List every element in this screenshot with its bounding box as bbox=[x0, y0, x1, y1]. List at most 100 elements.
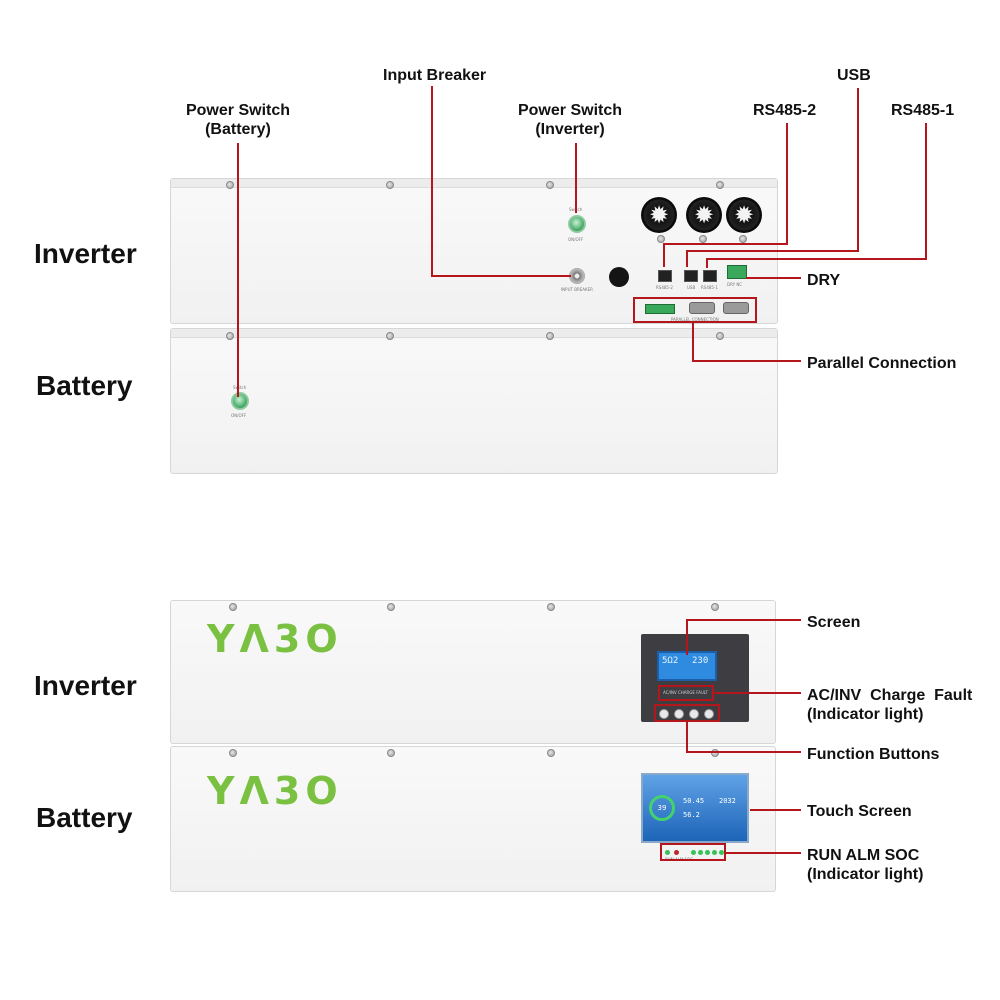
leader-line bbox=[431, 86, 433, 276]
callout-text: (Inverter) bbox=[535, 121, 605, 138]
battery-unit-front: YΛ3O 39 50.45 56.2 2032 RUN ALM SOC bbox=[170, 746, 776, 892]
rs485-1-port-icon[interactable] bbox=[703, 270, 717, 282]
rs485-2-port-icon[interactable] bbox=[658, 270, 672, 282]
inverter-label-top: Inverter bbox=[34, 238, 137, 269]
callout-function-buttons: Function Buttons bbox=[807, 746, 940, 763]
input-breaker-knob-icon[interactable] bbox=[569, 268, 585, 284]
leader-line bbox=[786, 123, 788, 244]
parallel-highlight-box bbox=[633, 297, 757, 323]
function-button[interactable] bbox=[659, 709, 669, 719]
callout-run-alm-soc: RUN ALM SOC (Indicator light) bbox=[807, 846, 923, 884]
leader-line bbox=[663, 243, 665, 267]
soc-led-icon bbox=[691, 850, 696, 855]
screw-icon bbox=[716, 332, 724, 340]
soc-led-icon bbox=[712, 850, 717, 855]
inverter-unit-rear: Switch ON/OFF INPUT BREAKER RS485-2 USB … bbox=[170, 178, 778, 324]
db9-port-icon[interactable] bbox=[689, 302, 715, 314]
leader-line bbox=[237, 143, 239, 397]
screw-icon bbox=[226, 181, 234, 189]
leader-line bbox=[725, 852, 801, 854]
screw-icon bbox=[739, 235, 747, 243]
leader-line bbox=[857, 88, 859, 251]
callout-touch-screen: Touch Screen bbox=[807, 803, 912, 820]
function-button[interactable] bbox=[674, 709, 684, 719]
lcd-right-value: 230 bbox=[692, 656, 709, 666]
callout-text: (Indicator light) bbox=[807, 866, 924, 883]
leader-line bbox=[686, 619, 801, 621]
screw-icon bbox=[546, 332, 554, 340]
leader-line bbox=[750, 809, 801, 811]
leader-line bbox=[575, 143, 577, 213]
brand-logo-inverter: YΛ3O bbox=[207, 617, 343, 661]
battery-switch-print-top: Switch bbox=[233, 385, 247, 390]
callout-power-switch-inverter: Power Switch (Inverter) bbox=[500, 101, 640, 139]
leader-line bbox=[925, 123, 927, 259]
battery-label-top: Battery bbox=[36, 370, 133, 401]
inverter-label-front: Inverter bbox=[34, 670, 137, 701]
screw-icon bbox=[387, 749, 395, 757]
callout-text: Power Switch bbox=[517, 102, 623, 119]
touch-value-a: 50.45 bbox=[683, 797, 705, 805]
inverter-lcd-screen: 5Ω2 230 bbox=[657, 651, 717, 681]
dry-contact-terminal-icon[interactable] bbox=[727, 265, 747, 279]
screw-icon bbox=[716, 181, 724, 189]
battery-touch-screen[interactable]: 39 50.45 56.2 2032 bbox=[641, 773, 749, 843]
screw-icon bbox=[229, 603, 237, 611]
callout-parallel-connection: Parallel Connection bbox=[807, 355, 957, 372]
screw-icon bbox=[386, 181, 394, 189]
screw-icon bbox=[226, 332, 234, 340]
rs485-1-print: RS485-1 bbox=[701, 285, 718, 290]
leader-line bbox=[686, 619, 688, 655]
screw-icon bbox=[386, 332, 394, 340]
leader-line bbox=[706, 258, 927, 260]
screw-icon bbox=[229, 749, 237, 757]
screw-icon bbox=[711, 749, 719, 757]
cable-gland-icon bbox=[641, 197, 677, 233]
callout-text: (Battery) bbox=[205, 121, 271, 138]
leader-line bbox=[713, 692, 801, 694]
callout-rs485-1: RS485-1 bbox=[891, 102, 955, 119]
battery-label-front: Battery bbox=[36, 802, 133, 833]
leader-line bbox=[692, 360, 801, 362]
function-button[interactable] bbox=[704, 709, 714, 719]
usb-port-icon[interactable] bbox=[684, 270, 698, 282]
screw-icon bbox=[711, 603, 719, 611]
screw-icon bbox=[546, 181, 554, 189]
leader-line bbox=[692, 322, 694, 362]
callout-usb: USB bbox=[837, 67, 871, 84]
callout-text: (Indicator light) bbox=[807, 706, 924, 723]
buttons-highlight-box bbox=[654, 704, 720, 722]
callout-screen: Screen bbox=[807, 614, 861, 631]
callout-rs485-2: RS485-2 bbox=[753, 102, 817, 119]
parallel-print: PARALLEL CONNECTION bbox=[671, 317, 719, 322]
battery-power-switch-icon[interactable] bbox=[231, 392, 249, 410]
inverter-led-labels: AC/INV CHARGE FAULT bbox=[663, 690, 708, 695]
switch-print-bottom: ON/OFF bbox=[568, 237, 584, 242]
usb-print: USB bbox=[687, 285, 696, 290]
callout-input-breaker: Input Breaker bbox=[383, 67, 487, 84]
alm-led-icon bbox=[674, 850, 679, 855]
function-button[interactable] bbox=[689, 709, 699, 719]
indicator-highlight-box bbox=[658, 685, 714, 701]
leader-line bbox=[686, 721, 688, 753]
callout-text: AC/INV Charge Fault bbox=[807, 687, 973, 704]
soc-highlight-box bbox=[660, 843, 726, 861]
screw-icon bbox=[547, 603, 555, 611]
battery-unit-rear: Switch ON/OFF bbox=[170, 328, 778, 474]
leader-line bbox=[746, 277, 801, 279]
leader-line bbox=[663, 243, 788, 245]
inverter-power-switch-icon[interactable] bbox=[568, 215, 586, 233]
touch-value-c: 2032 bbox=[719, 797, 736, 805]
run-led-icon bbox=[665, 850, 670, 855]
leader-line bbox=[686, 250, 688, 267]
leader-line bbox=[686, 250, 859, 252]
db9-port-icon[interactable] bbox=[723, 302, 749, 314]
parallel-terminal-icon[interactable] bbox=[645, 304, 675, 314]
screw-icon bbox=[657, 235, 665, 243]
dry-print: DRY NC bbox=[727, 282, 743, 287]
leader-line bbox=[686, 751, 801, 753]
callout-indicator-light: AC/INV Charge Fault (Indicator light) bbox=[807, 686, 972, 724]
callout-dry: DRY bbox=[807, 272, 841, 289]
cable-gland-icon bbox=[686, 197, 722, 233]
screw-icon bbox=[387, 603, 395, 611]
